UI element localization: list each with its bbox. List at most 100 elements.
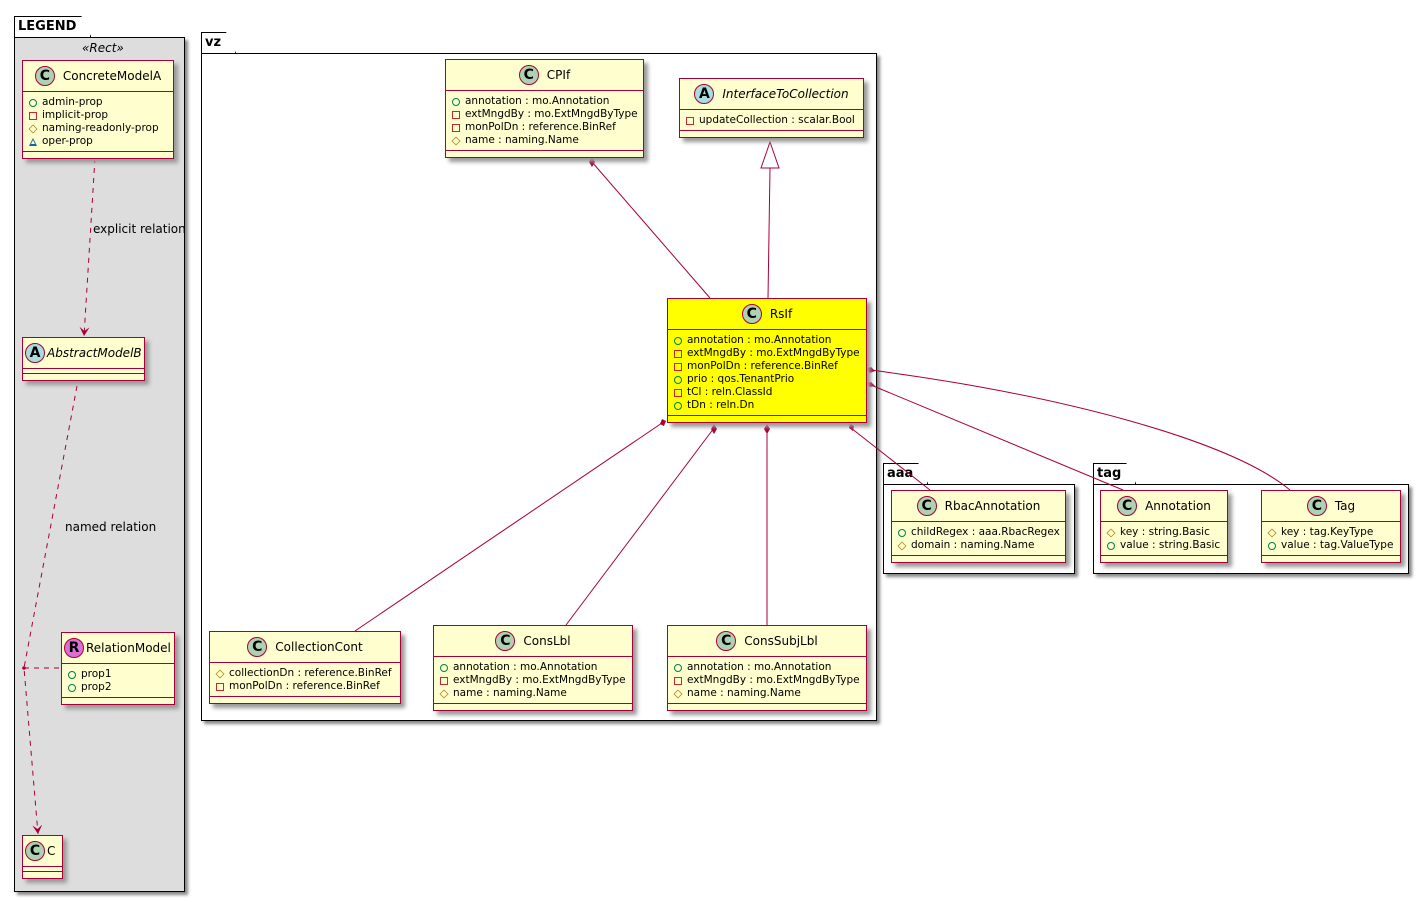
class-member: value : tag.ValueType: [1268, 539, 1394, 552]
diamond-icon: [660, 419, 666, 426]
class-header: C Annotation: [1101, 491, 1227, 522]
inheritance-arrow: [760, 140, 780, 169]
public-visibility-icon: [68, 670, 76, 679]
member-text: extMngdBy : mo.ExtMngdByType: [465, 108, 638, 120]
member-text: tCl : reln.ClassId: [687, 386, 773, 398]
class-methods: [668, 704, 866, 710]
private-visibility-icon: [216, 682, 224, 691]
class-member: childRegex : aaa.RbacRegex: [898, 526, 1060, 539]
class-icon: C: [916, 496, 937, 516]
class-member: extMngdBy : mo.ExtMngdByType: [440, 674, 626, 687]
class-methods: [434, 704, 632, 710]
named-relation-line: [23, 385, 78, 835]
class-name: AbstractModelB: [47, 346, 142, 360]
class-member: name : naming.Name: [439, 687, 626, 700]
class-name: CPIf: [546, 68, 571, 82]
class-member: domain : naming.Name: [897, 539, 1059, 552]
class-member: extMngdBy : mo.ExtMngdByType: [674, 674, 860, 687]
class-methods: [1101, 556, 1227, 562]
class-name: RbacAnnotation: [944, 499, 1041, 513]
class-icon: C: [741, 304, 762, 324]
class-rbacannotation[interactable]: C RbacAnnotation childRegex : aaa.RbacRege…: [891, 490, 1066, 563]
class-member: annotation : mo.Annotation: [440, 661, 626, 674]
class-member: updateCollection : scalar.Bool: [686, 114, 857, 127]
class-member: prop1: [68, 668, 168, 681]
public-visibility-icon: [674, 401, 682, 410]
class-member: implicit-prop: [29, 109, 167, 122]
member-text: monPolDn : reference.BinRef: [687, 360, 838, 372]
public-visibility-icon: [29, 98, 37, 107]
member-text: value : string.Basic: [1120, 539, 1221, 551]
member-text: name : naming.Name: [687, 687, 801, 699]
member-text: childRegex : aaa.RbacRegex: [911, 526, 1060, 538]
class-name: CollectionCont: [275, 640, 363, 654]
private-visibility-icon: [674, 388, 682, 397]
class-methods: [668, 416, 866, 422]
class-name: ConsLbl: [523, 634, 571, 648]
member-text: monPolDn : reference.BinRef: [465, 121, 616, 133]
class-member: oper-prop: [29, 135, 167, 148]
public-visibility-icon: [1268, 541, 1276, 550]
diamond-icon: [589, 157, 595, 167]
class-icon: C: [1117, 496, 1138, 516]
abstract-class-icon: A: [25, 343, 45, 363]
member-text: monPolDn : reference.BinRef: [229, 680, 380, 692]
class-member: key : tag.KeyType: [1267, 526, 1394, 539]
member-text: annotation : mo.Annotation: [687, 661, 832, 673]
package-legend-tab: LEGEND: [14, 16, 91, 37]
class-members: [23, 867, 62, 872]
class-member: collectionDn : reference.BinRef: [215, 667, 394, 680]
protected-visibility-icon: [28, 123, 38, 134]
diamond-icon: [764, 424, 770, 434]
class-name: Annotation: [1145, 499, 1211, 513]
association-point: [22, 666, 26, 670]
class-methods: [892, 556, 1065, 562]
public-visibility-icon: [674, 336, 682, 345]
private-visibility-icon: [674, 349, 682, 358]
diamond-icon: [711, 424, 717, 434]
private-visibility-icon: [452, 123, 460, 132]
member-text: extMngdBy : mo.ExtMngdByType: [687, 674, 860, 686]
relation-class-icon: R: [64, 638, 84, 658]
protected-visibility-icon: [673, 688, 683, 699]
member-text: domain : naming.Name: [911, 539, 1035, 551]
public-visibility-icon: [674, 375, 682, 384]
class-name: C: [47, 844, 56, 858]
class-header: C RbacAnnotation: [892, 491, 1065, 522]
protected-visibility-icon: [1267, 527, 1277, 538]
member-text: implicit-prop: [42, 109, 109, 121]
explicit-relation-label: explicit relation: [93, 222, 186, 236]
class-icon: C: [716, 631, 737, 651]
member-text: annotation : mo.Annotation: [465, 95, 610, 107]
class-icon: C: [495, 631, 516, 651]
member-text: annotation : mo.Annotation: [453, 661, 598, 673]
protected-visibility-icon: [439, 688, 449, 699]
class-methods: [1262, 556, 1400, 562]
public-visibility-icon: [1107, 541, 1115, 550]
private-visibility-icon: [440, 676, 448, 685]
abstract-class-icon: A: [694, 84, 715, 104]
class-member: annotation : mo.Annotation: [674, 334, 860, 347]
class-icon: C: [34, 66, 55, 86]
class-members: updateCollection : scalar.Bool: [680, 110, 863, 131]
class-member: monPolDn : reference.BinRef: [452, 121, 637, 134]
